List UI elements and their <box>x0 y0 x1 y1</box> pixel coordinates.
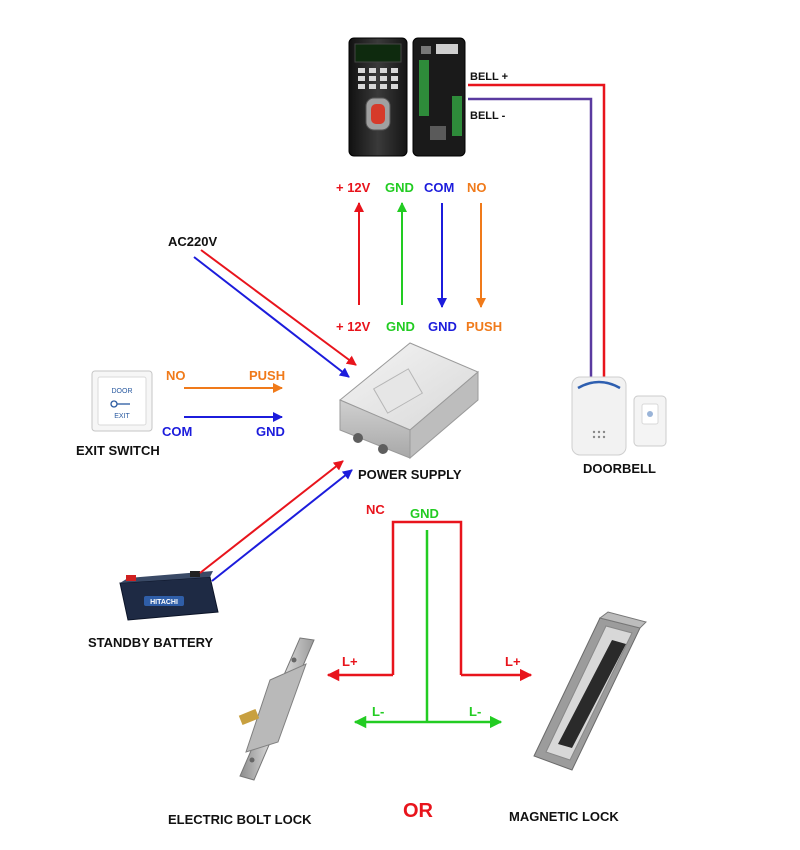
psu-push-label: PUSH <box>466 319 502 334</box>
or-label: OR <box>403 800 434 822</box>
exit-com-label: COM <box>162 424 192 439</box>
battery-wires <box>199 460 353 582</box>
keypad-icon <box>358 68 398 89</box>
l-plus-right-label: L+ <box>505 654 521 669</box>
power-supply-label: POWER SUPPLY <box>358 467 462 482</box>
exit-no-label: NO <box>166 368 186 383</box>
access-controller <box>348 37 466 157</box>
controller-gnd-label: GND <box>385 180 414 195</box>
power-supply-box <box>339 342 479 460</box>
psu-terminal-labels: + 12V GND GND PUSH <box>336 319 502 334</box>
electric-bolt-lock-label: ELECTRIC BOLT LOCK <box>168 812 312 827</box>
battery-brand-text: HITACHI <box>150 599 178 606</box>
exit-switch-label: EXIT SWITCH <box>76 443 160 458</box>
l-minus-right-label: L- <box>469 704 481 719</box>
standby-battery: HITACHI <box>119 571 219 621</box>
bell-plus-label: BELL + <box>470 71 508 83</box>
doorbell <box>571 376 667 456</box>
electric-bolt-lock <box>238 637 315 781</box>
controller-terminal-labels: + 12V GND COM NO <box>336 180 487 195</box>
magnetic-lock <box>533 611 647 771</box>
ac220v-label: AC220V <box>168 234 217 249</box>
exit-push-label: PUSH <box>249 368 285 383</box>
controller-12v-label: + 12V <box>336 180 371 195</box>
gnd-lock-label: GND <box>410 506 439 521</box>
psu-gnd-label: GND <box>386 319 415 334</box>
l-minus-left-label: L- <box>372 704 384 719</box>
bell-button-icon <box>647 411 653 417</box>
bell-wires <box>468 83 606 378</box>
standby-battery-label: STANDBY BATTERY <box>88 635 214 650</box>
psu-12v-label: + 12V <box>336 319 371 334</box>
switch-face-door: DOOR <box>112 388 133 395</box>
switch-face-exit: EXIT <box>114 413 130 420</box>
speaker-icon <box>592 430 606 439</box>
controller-no-label: NO <box>467 180 487 195</box>
bell-minus-label: BELL - <box>470 110 506 122</box>
lock-wires <box>326 520 533 729</box>
exit-switch: DOOR EXIT <box>91 370 153 432</box>
psu-gnd2-label: GND <box>428 319 457 334</box>
exit-switch-wires <box>184 383 283 422</box>
magnetic-lock-label: MAGNETIC LOCK <box>509 809 619 824</box>
ac220v-wires <box>193 249 357 378</box>
doorbell-label: DOORBELL <box>583 461 656 476</box>
controller-psu-wires <box>354 202 486 308</box>
controller-com-label: COM <box>424 180 454 195</box>
exit-gnd-label: GND <box>256 424 285 439</box>
l-plus-left-label: L+ <box>342 654 358 669</box>
nc-label: NC <box>366 502 385 517</box>
